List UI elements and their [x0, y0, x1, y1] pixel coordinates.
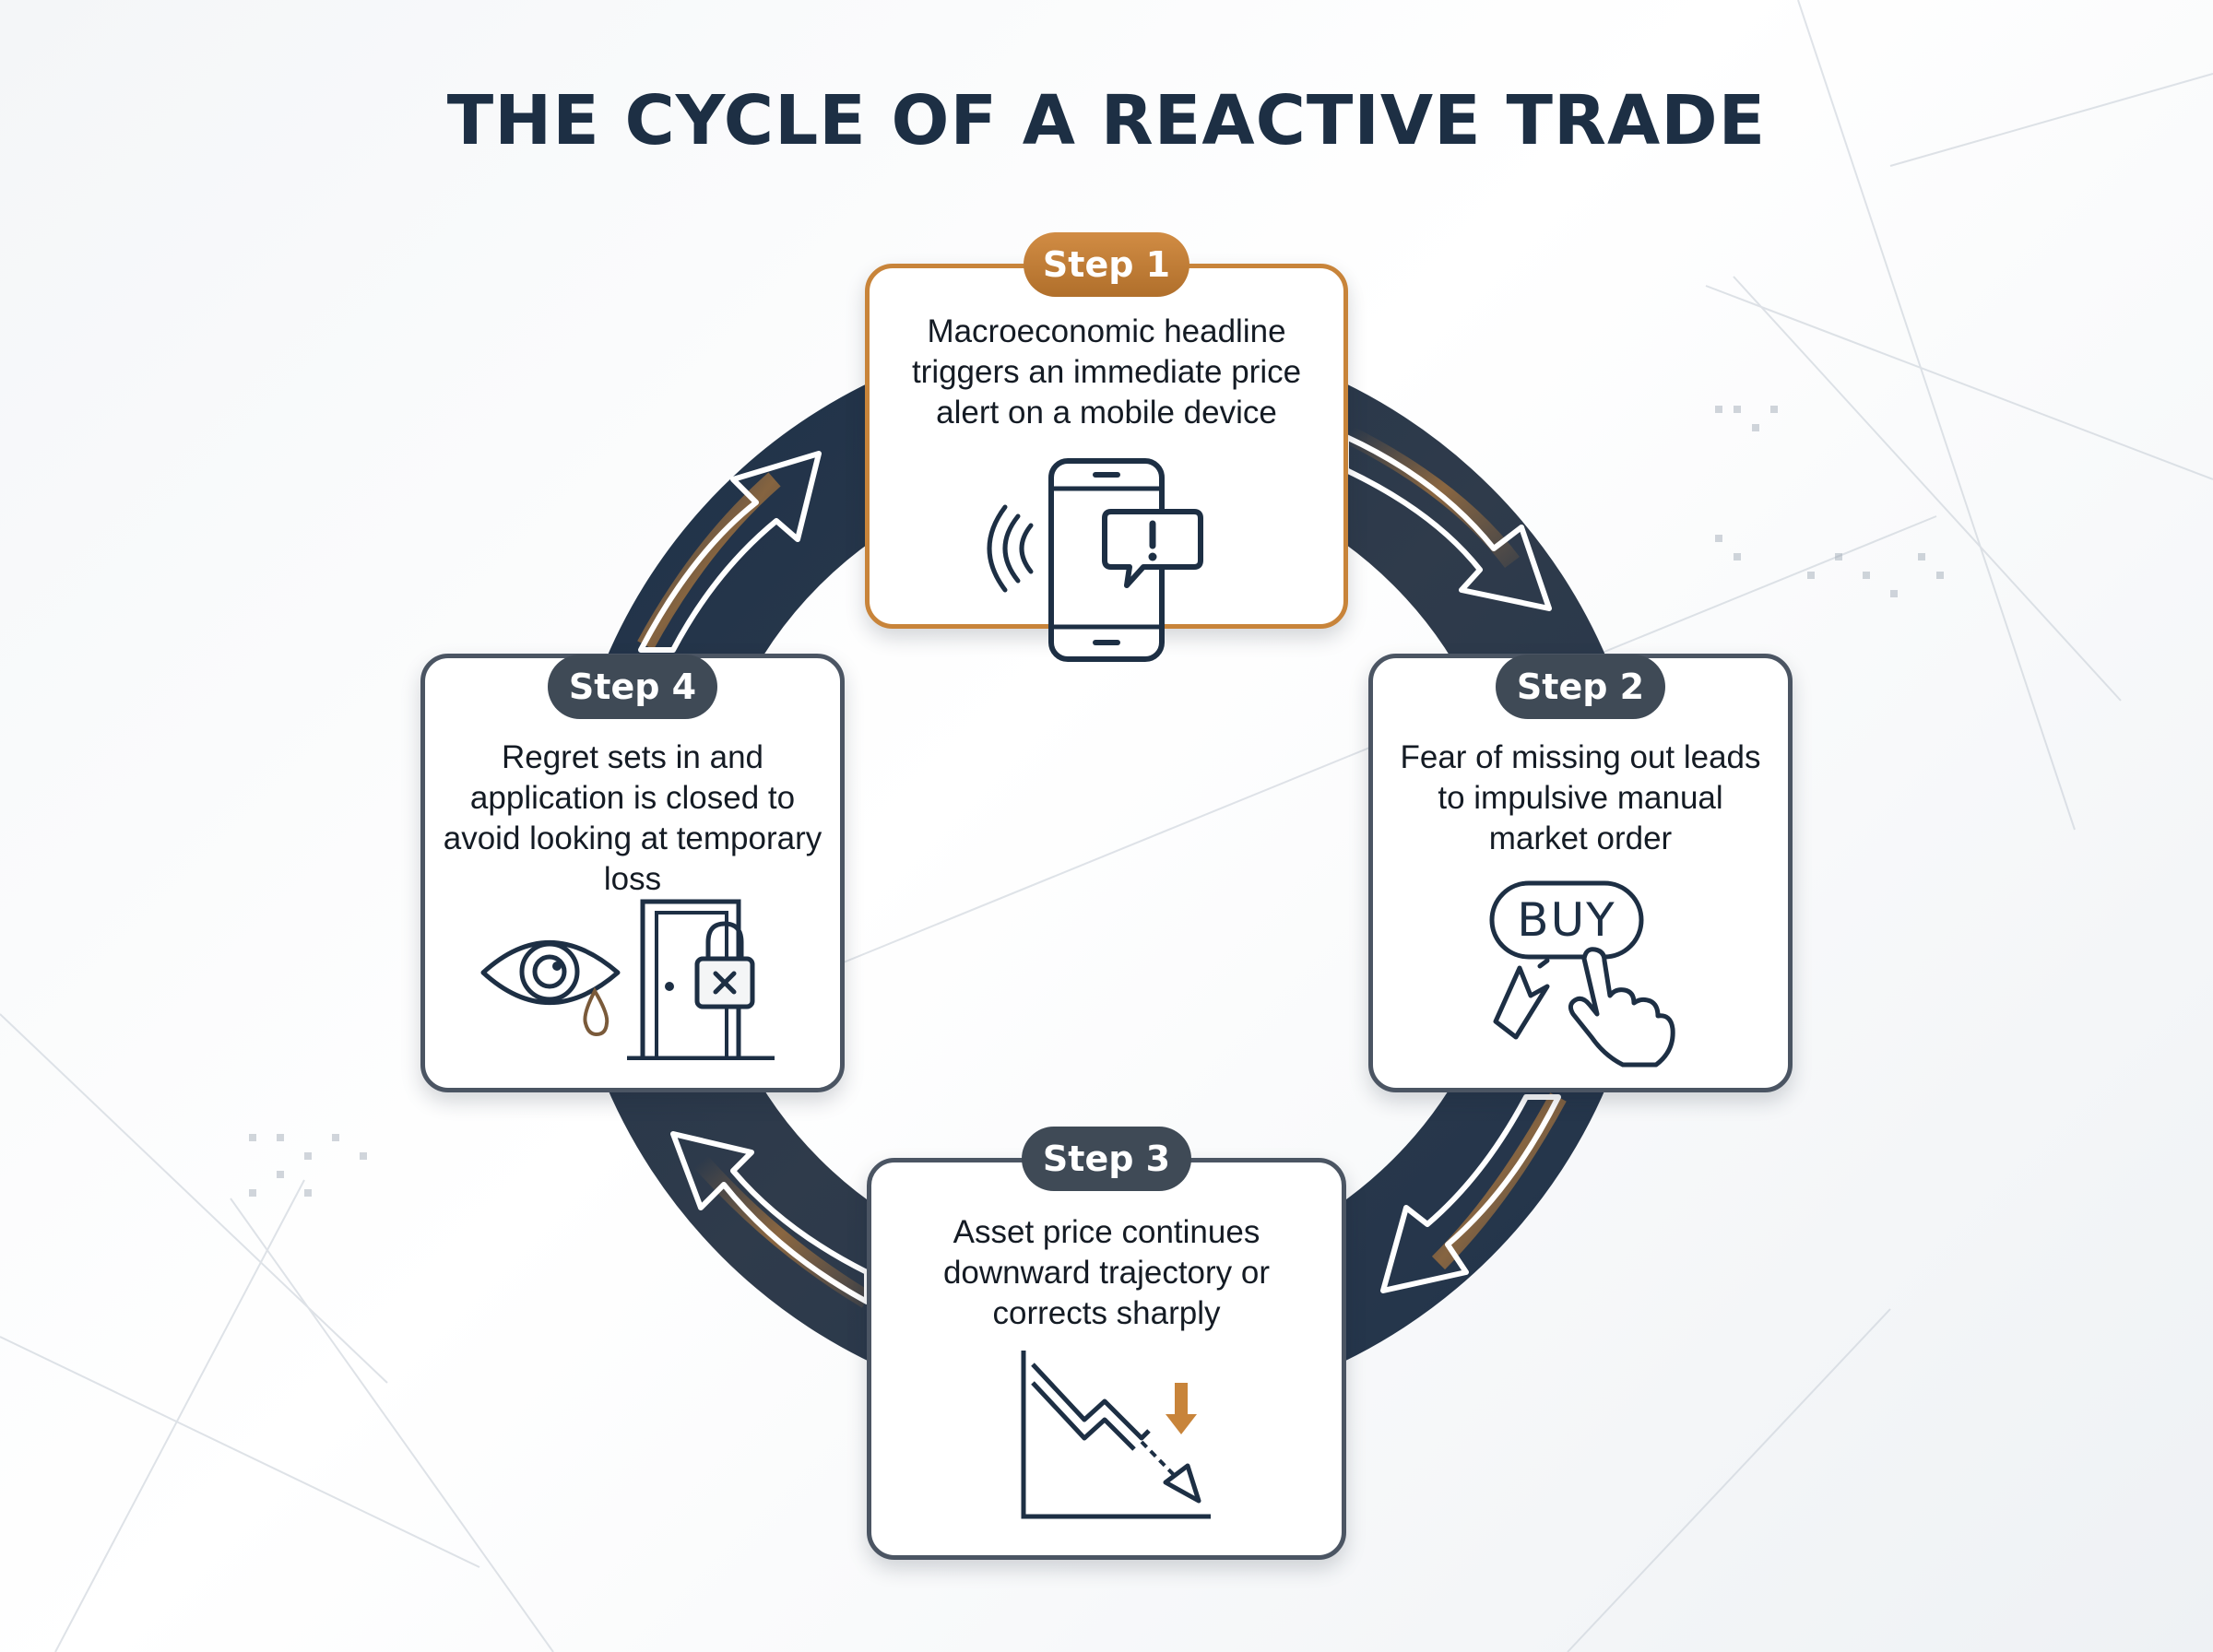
- falling-chart-icon: [1021, 1351, 1211, 1519]
- step-1-description: Macroeconomic headline triggers an immed…: [911, 313, 1302, 431]
- dot-matrix-right: [1715, 406, 1944, 597]
- arrow-step2-to-step3: [1380, 1092, 1567, 1293]
- dot-matrix-left: [249, 1134, 367, 1197]
- step-1-label: Step 1: [1024, 232, 1189, 297]
- step-4-label: Step 4: [548, 655, 717, 719]
- step-2-label: Step 2: [1496, 655, 1665, 719]
- arrow-step3-to-step4: [670, 1131, 872, 1308]
- crying-eye-locked-door-icon: [480, 899, 775, 1060]
- step-3-label: Step 3: [1022, 1127, 1191, 1191]
- step-1-card: [865, 264, 1348, 629]
- buy-button-label: BUY: [1517, 893, 1616, 947]
- step-2-description: Fear of missing out leads to impulsive m…: [1400, 739, 1761, 856]
- buy-button-click-icon: BUY: [1475, 876, 1697, 1069]
- step-3-description: Asset price continues downward trajector…: [942, 1214, 1271, 1331]
- arrow-step4-to-step1: [637, 451, 822, 653]
- smartphone-alert-icon: [987, 458, 1203, 662]
- step-4-card: [420, 654, 845, 1092]
- page-title: THE CYCLE OF A REACTIVE TRADE: [446, 81, 1767, 160]
- arrow-step1-to-step2: [1342, 425, 1552, 611]
- step-4-description: Regret sets in and application is closed…: [443, 739, 822, 897]
